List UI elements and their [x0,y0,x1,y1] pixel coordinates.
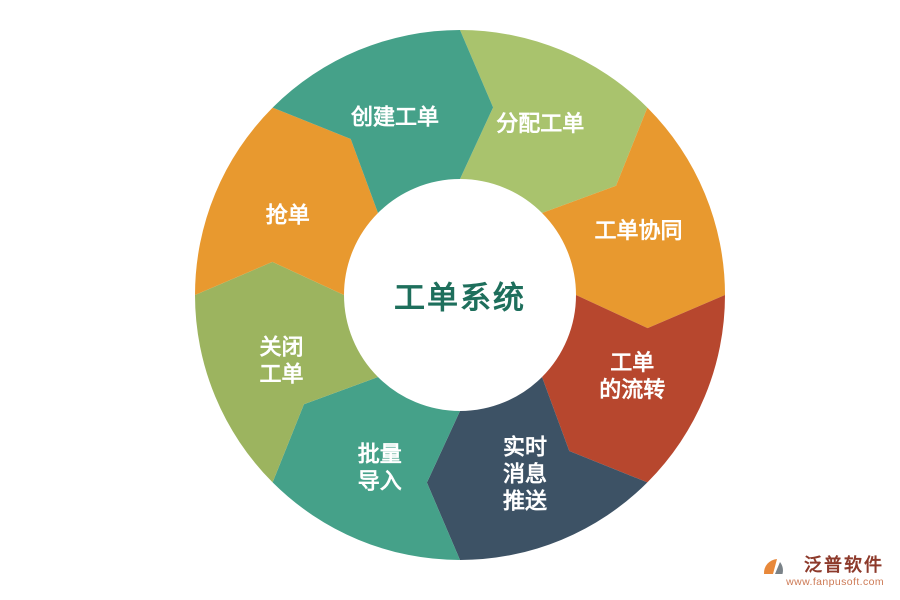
segment-label-ticket-flow: 工单的流转 [599,350,665,402]
segment-assign-ticket [460,30,648,213]
segment-label-ticket-collaboration: 工单协同 [595,218,683,243]
segment-label-batch-import: 批量导入 [358,442,402,494]
segment-realtime-message-push [426,377,648,560]
segment-grab-ticket [195,107,378,296]
segment-label-close-ticket: 关闭工单 [259,334,303,386]
segment-label-realtime-message-push: 实时消息推送 [503,435,547,514]
segment-label-create-ticket: 创建工单 [350,104,439,129]
segment-batch-import [272,377,460,560]
watermark: 泛普软件 www.fanpusoft.com [761,555,884,588]
segment-close-ticket [195,261,378,483]
segment-label-assign-ticket: 分配工单 [496,111,584,136]
watermark-brand: 泛普软件 [804,555,884,576]
center-title: 工单系统 [394,280,526,316]
segment-label-grab-ticket: 抢单 [266,203,310,228]
watermark-text: 泛普软件 www.fanpusoft.com [786,555,884,588]
segment-create-ticket [272,30,494,213]
segment-ticket-flow [542,295,725,483]
fanpu-logo-icon [761,556,784,578]
watermark-url: www.fanpusoft.com [786,576,884,588]
segment-ticket-collaboration [542,107,725,329]
